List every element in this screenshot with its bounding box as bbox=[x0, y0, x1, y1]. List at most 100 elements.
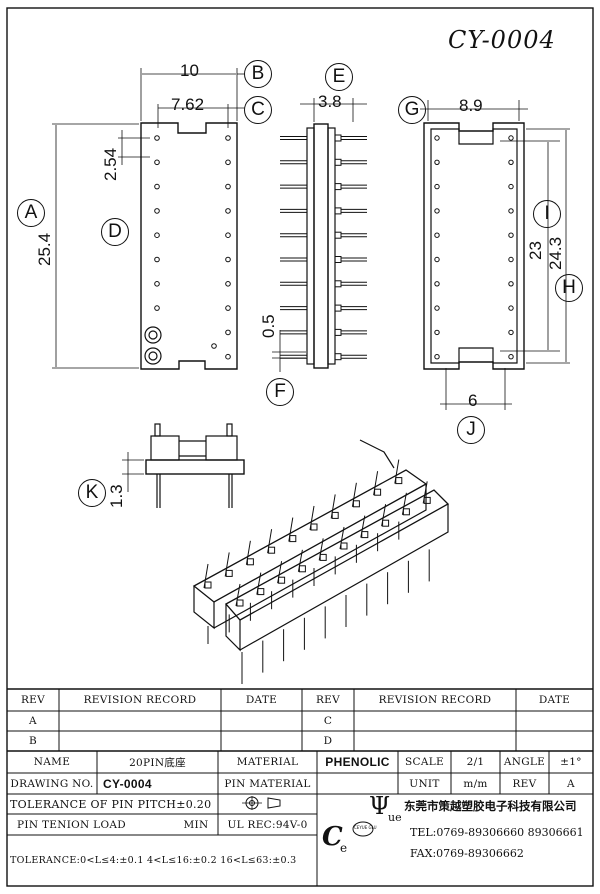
iso-pin-collar bbox=[278, 576, 286, 584]
iso-pin-collar bbox=[352, 500, 360, 508]
bottom-view-pin bbox=[434, 281, 440, 287]
dim-pin-dia: 0.5 bbox=[259, 314, 278, 338]
dim-standoff: 1.3 bbox=[107, 484, 126, 508]
bottom-view-pin bbox=[508, 256, 514, 263]
bottom-view-pin bbox=[508, 208, 514, 214]
side-view-pin-stub bbox=[334, 158, 342, 166]
callout-e: E bbox=[325, 63, 353, 91]
bottom-view-pin bbox=[434, 232, 440, 238]
top-view-pin-hole bbox=[225, 329, 231, 336]
angle-value: ±1° bbox=[560, 756, 582, 768]
bottom-view-pin bbox=[434, 183, 440, 190]
iso-pin-collar bbox=[298, 565, 306, 573]
side-view-pin-stub bbox=[334, 304, 342, 312]
rev-header-record: REVISION RECORD bbox=[83, 694, 197, 706]
bottom-view-pin bbox=[434, 305, 440, 311]
top-view-pin-hole bbox=[225, 232, 231, 238]
iso-pin-collar bbox=[319, 553, 327, 561]
top-view-pin-hole bbox=[154, 159, 160, 166]
title-block bbox=[7, 751, 593, 886]
tolerance-general: TOLERANCE:0<L≤4:±0.1 4<L≤16:±0.2 16<L≤63… bbox=[10, 855, 297, 866]
dim-length: 25.4 bbox=[35, 232, 54, 266]
callout-a: A bbox=[17, 199, 45, 227]
rev-row-d: D bbox=[323, 735, 333, 747]
side-view-pin-stub bbox=[334, 328, 342, 336]
side-view bbox=[272, 98, 367, 372]
callout-f: F bbox=[266, 378, 294, 406]
dim-thickness: 3.8 bbox=[318, 92, 342, 111]
iso-pin-collar bbox=[331, 511, 339, 519]
rev-row-b: B bbox=[28, 735, 38, 747]
rev-label: REV bbox=[512, 777, 537, 790]
dim-inner-width: 8.9 bbox=[459, 96, 483, 115]
rev-row-a: A bbox=[29, 715, 37, 727]
company-fax: FAX:0769-89306662 bbox=[410, 847, 524, 860]
top-view-pin-hole bbox=[154, 281, 160, 287]
bottom-view-pin bbox=[508, 159, 514, 166]
bottom-view-pin bbox=[434, 159, 440, 166]
scale-value: 2/1 bbox=[466, 756, 485, 768]
dim-slot-length: 23 bbox=[526, 241, 545, 260]
company-name: 东莞市策越塑胶电子科技有限公司 bbox=[404, 799, 577, 813]
bottom-view-pin bbox=[434, 208, 440, 214]
dim-inner-length: 24.3 bbox=[546, 236, 565, 270]
unit-label: UNIT bbox=[409, 777, 440, 790]
callout-d: D bbox=[101, 218, 129, 246]
iso-pin-collar bbox=[225, 569, 233, 577]
iso-pin-collar bbox=[395, 477, 403, 485]
callout-h: H bbox=[555, 274, 583, 302]
dim-pin-pitch: 2.54 bbox=[101, 147, 120, 181]
drawing-no-value: CY-0004 bbox=[103, 776, 152, 791]
iso-pin-collar bbox=[310, 523, 318, 531]
drawing-code: CY-0004 bbox=[448, 26, 556, 54]
iso-pin-collar bbox=[361, 531, 369, 539]
top-view-pin-hole bbox=[154, 208, 160, 214]
rev-header-date-2: DATE bbox=[538, 694, 571, 706]
bottom-view-pin bbox=[508, 354, 514, 360]
tenion-min: MIN bbox=[183, 818, 209, 831]
bottom-view-pin bbox=[508, 281, 514, 287]
iso-pin-collar bbox=[204, 581, 212, 589]
top-view-pin-hole bbox=[154, 256, 160, 263]
side-view-pin-stub bbox=[334, 207, 342, 215]
top-view-pin-hole bbox=[225, 305, 231, 311]
bottom-view-pin bbox=[508, 305, 514, 311]
rev-header-rev-2: REV bbox=[315, 694, 341, 706]
top-view-pin-hole bbox=[225, 353, 231, 360]
tolerance-pitch: TOLERANCE OF PIN PITCH±0.20 bbox=[10, 797, 212, 811]
logo-u: ue bbox=[388, 811, 402, 824]
company-tel: TEL:0769-89306660 89306661 bbox=[410, 826, 584, 839]
bottom-view-pin bbox=[508, 135, 514, 141]
callout-j: J bbox=[457, 416, 485, 444]
iso-pin-collar bbox=[382, 519, 390, 527]
bottom-view-pin bbox=[434, 329, 440, 336]
name-value: 20PIN底座 bbox=[129, 756, 186, 769]
side-view-pin-stub bbox=[334, 231, 342, 239]
iso-pin-collar bbox=[423, 496, 431, 504]
rev-header-date: DATE bbox=[245, 694, 278, 706]
iso-pin-collar bbox=[236, 599, 244, 607]
rev-header-record-2: REVISION RECORD bbox=[378, 694, 492, 706]
scale-label: SCALE bbox=[405, 756, 444, 768]
side-view-pin-stub bbox=[334, 134, 342, 142]
top-view-pin-hole bbox=[225, 256, 231, 263]
top-view-pin-hole bbox=[154, 305, 160, 311]
top-view-pin-hole bbox=[154, 232, 160, 238]
rev-value: A bbox=[567, 777, 575, 790]
material-label: MATERIAL bbox=[236, 756, 299, 768]
side-view-pin-stub bbox=[334, 183, 342, 191]
bottom-view-pin bbox=[434, 256, 440, 263]
iso-pin-collar bbox=[289, 535, 297, 543]
iso-pin-collar bbox=[268, 546, 276, 554]
logo-e: e bbox=[340, 841, 348, 855]
angle-label: ANGLE bbox=[503, 756, 546, 768]
top-view bbox=[52, 68, 245, 370]
iso-pin-collar bbox=[402, 508, 410, 516]
iso-pin-collar bbox=[257, 588, 265, 596]
callout-i: I bbox=[533, 200, 561, 228]
side-view-pin-stub bbox=[334, 353, 342, 361]
iso-pin-collar bbox=[246, 558, 254, 566]
logo-ring: CEYUE GLU bbox=[354, 825, 377, 830]
